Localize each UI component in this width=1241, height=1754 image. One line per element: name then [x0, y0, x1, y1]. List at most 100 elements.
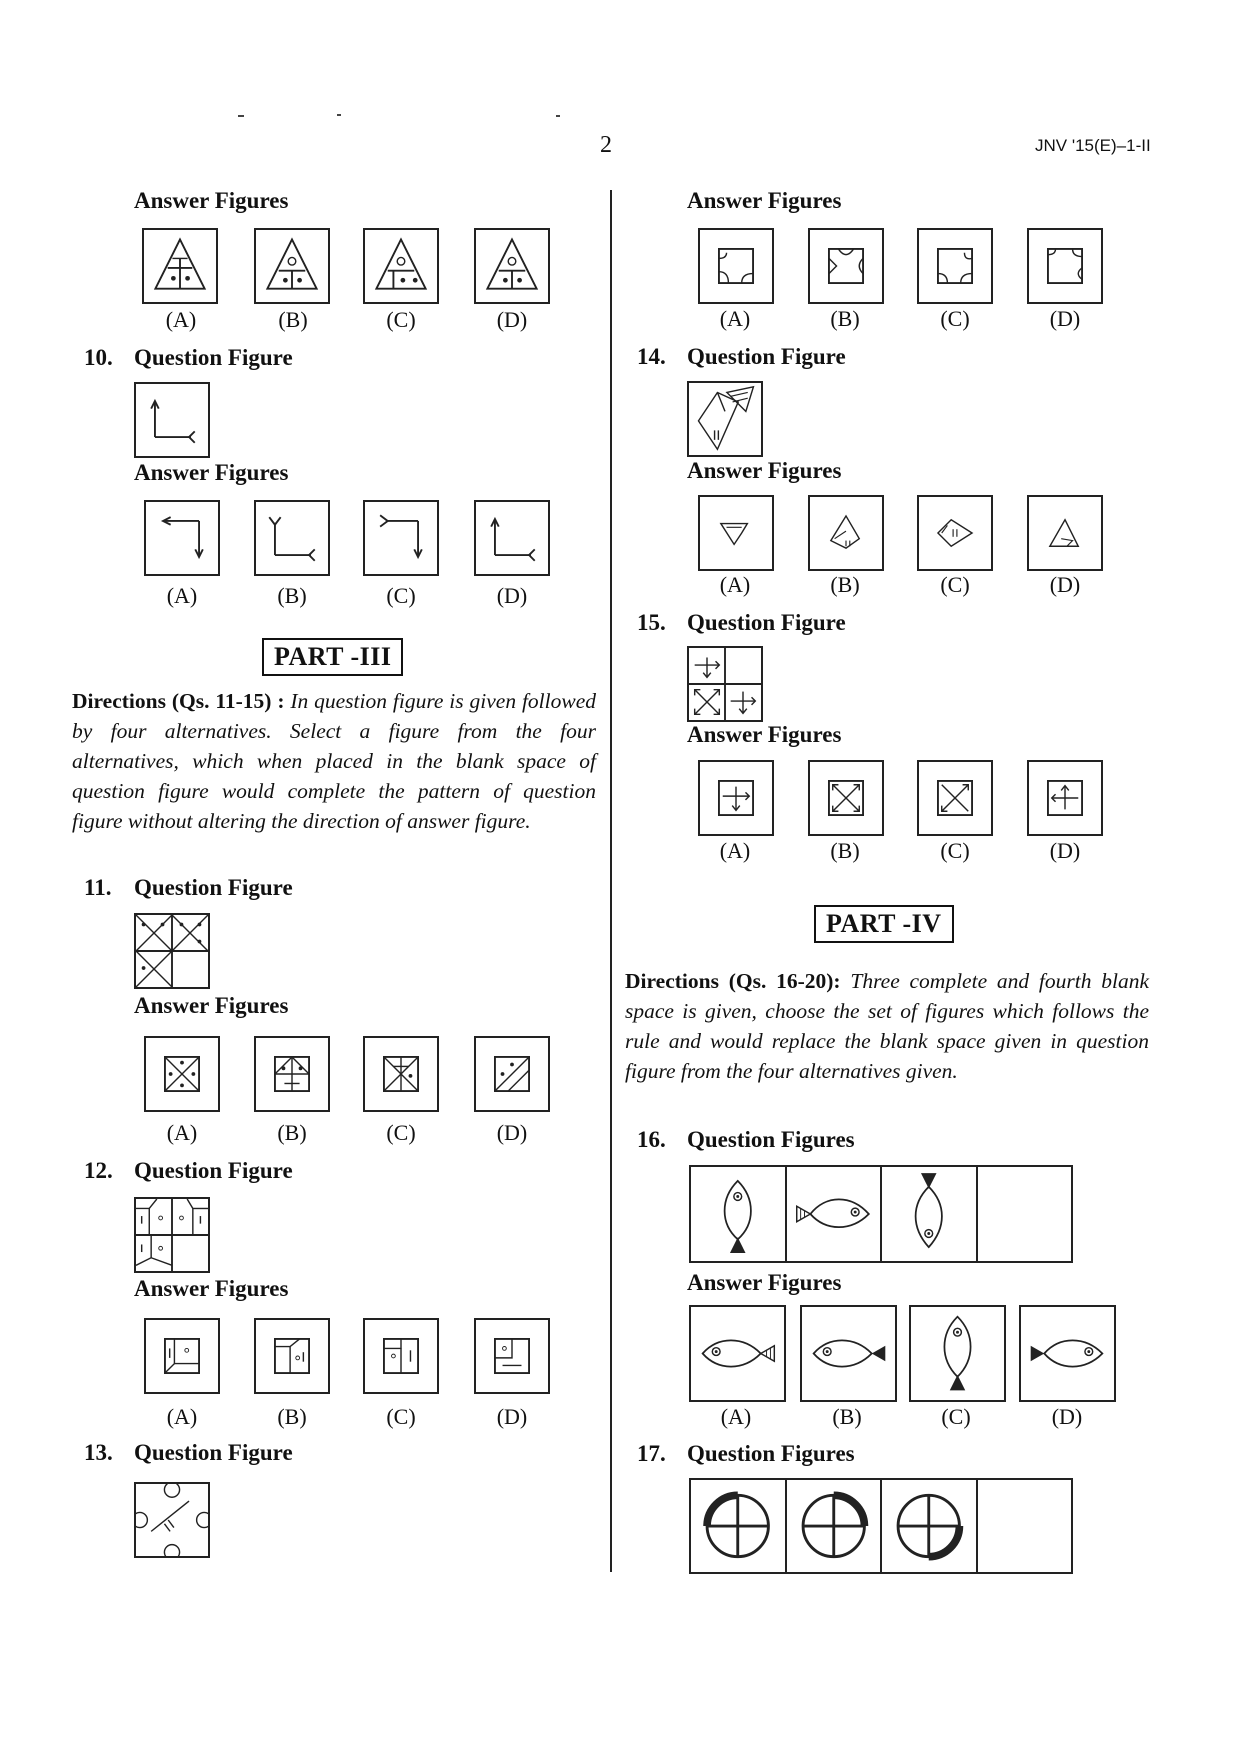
answer-figures-label: Answer Figures — [687, 1270, 842, 1295]
option-label-b: (B) — [277, 1404, 307, 1429]
triangle-figure-icon — [485, 237, 539, 290]
option-label-c: (C) — [940, 306, 970, 331]
answer-figure-a[interactable] — [698, 495, 774, 571]
blank-figure-cell[interactable] — [978, 1167, 1072, 1261]
question-number-15: 15. — [637, 610, 666, 635]
answer-figure-c[interactable] — [909, 1305, 1006, 1402]
option-label-b: (B) — [830, 306, 860, 331]
option-label-a: (A) — [166, 583, 198, 608]
question-figure-13 — [134, 1482, 210, 1558]
question-number-11: 11. — [84, 875, 112, 900]
arrow-corner-icon — [490, 516, 536, 562]
option-label-b: (B) — [832, 1404, 862, 1429]
question-number-17: 17. — [637, 1441, 666, 1466]
option-label-d: (D) — [496, 1404, 528, 1429]
answer-figure-a[interactable] — [144, 500, 220, 576]
answer-figure-c[interactable] — [363, 1036, 439, 1112]
fish-icon — [943, 1315, 972, 1391]
answer-figure-b[interactable] — [254, 228, 330, 304]
answer-figure-a[interactable] — [698, 760, 774, 836]
answer-figure-a[interactable] — [142, 228, 218, 304]
question-figure-cell — [691, 1480, 787, 1572]
option-label-b: (B) — [277, 583, 307, 608]
blank-figure-cell[interactable] — [978, 1480, 1072, 1572]
answer-figure-d[interactable] — [1027, 760, 1103, 836]
answer-figures-label: Answer Figures — [134, 993, 289, 1018]
fish-icon — [812, 1339, 886, 1368]
option-label-c: (C) — [941, 1404, 971, 1429]
question-figure-label: Question Figure — [134, 1440, 293, 1465]
directions-11-15: Directions (Qs. 11-15) : In question fig… — [72, 686, 596, 836]
option-label-a: (A) — [720, 1404, 752, 1429]
option-label-b: (B) — [277, 1120, 307, 1145]
question-figure-cell — [882, 1167, 978, 1261]
answer-figure-b[interactable] — [808, 760, 884, 836]
question-figures-label: Question Figures — [687, 1441, 855, 1466]
circle-cross-icon — [703, 1491, 770, 1559]
answer-figure-d[interactable] — [474, 1318, 550, 1394]
answer-figure-c[interactable] — [363, 228, 439, 304]
answer-figure-d[interactable] — [474, 228, 550, 304]
triangle-figure-icon — [265, 237, 319, 290]
option-label-a: (A) — [165, 307, 197, 332]
question-figure-label: Question Figure — [687, 610, 846, 635]
question-number-12: 12. — [84, 1158, 113, 1183]
answer-figure-a[interactable] — [689, 1305, 786, 1402]
answer-figure-d[interactable] — [474, 500, 550, 576]
directions-heading: Directions (Qs. 16-20): — [625, 969, 841, 993]
answer-figure-d[interactable] — [1027, 228, 1103, 304]
question-number-16: 16. — [637, 1127, 666, 1152]
question-figure-cell — [787, 1480, 882, 1572]
question-figure-11 — [134, 913, 210, 989]
question-number-10: 10. — [84, 345, 113, 370]
answer-figure-d[interactable] — [1027, 495, 1103, 571]
question-figure-15 — [687, 646, 763, 722]
answer-figure-c[interactable] — [363, 1318, 439, 1394]
part-3-heading: PART -III — [262, 638, 404, 676]
question-number-13: 13. — [84, 1440, 113, 1465]
answer-figure-c[interactable] — [917, 228, 993, 304]
answer-figure-b[interactable] — [800, 1305, 897, 1402]
answer-figure-a[interactable] — [144, 1036, 220, 1112]
option-label-b: (B) — [830, 838, 860, 863]
option-label-b: (B) — [830, 572, 860, 597]
question-figure-cell — [691, 1167, 787, 1261]
option-label-a: (A) — [166, 1404, 198, 1429]
answer-figure-b[interactable] — [254, 1036, 330, 1112]
column-divider — [610, 190, 612, 1572]
question-figure-label: Question Figure — [134, 875, 293, 900]
option-label-d: (D) — [1049, 838, 1081, 863]
question-figure-label: Question Figure — [134, 345, 293, 370]
answer-figure-c[interactable] — [363, 500, 439, 576]
answer-figure-b[interactable] — [254, 500, 330, 576]
option-label-d: (D) — [1049, 306, 1081, 331]
question-figure-cell — [787, 1167, 882, 1261]
answer-figure-b[interactable] — [254, 1318, 330, 1394]
question-figure-12 — [134, 1197, 210, 1273]
option-label-a: (A) — [719, 838, 751, 863]
fish-icon — [723, 1179, 752, 1253]
question-figure-10 — [134, 382, 210, 458]
answer-figure-a[interactable] — [144, 1318, 220, 1394]
answer-figures-label: Answer Figures — [134, 1276, 289, 1301]
option-label-b: (B) — [278, 307, 308, 332]
answer-figure-d[interactable] — [1019, 1305, 1116, 1402]
fish-icon — [1030, 1339, 1104, 1368]
directions-heading: Directions (Qs. 11-15) : — [72, 689, 285, 713]
arrow-corner-icon — [150, 398, 196, 444]
answer-figure-b[interactable] — [808, 228, 884, 304]
part-4-heading: PART -IV — [814, 905, 954, 943]
answer-figure-c[interactable] — [917, 495, 993, 571]
triangle-figure-icon — [153, 237, 207, 290]
answer-figure-c[interactable] — [917, 760, 993, 836]
page-number: 2 — [600, 132, 612, 158]
answer-figures-label: Answer Figures — [134, 188, 289, 213]
option-label-c: (C) — [940, 572, 970, 597]
answer-figure-b[interactable] — [808, 495, 884, 571]
option-label-d: (D) — [1049, 572, 1081, 597]
answer-figure-d[interactable] — [474, 1036, 550, 1112]
directions-text: In question figure is given followed by … — [72, 689, 596, 833]
answer-figure-a[interactable] — [698, 228, 774, 304]
option-label-c: (C) — [386, 583, 416, 608]
question-figure-label: Question Figure — [134, 1158, 293, 1183]
